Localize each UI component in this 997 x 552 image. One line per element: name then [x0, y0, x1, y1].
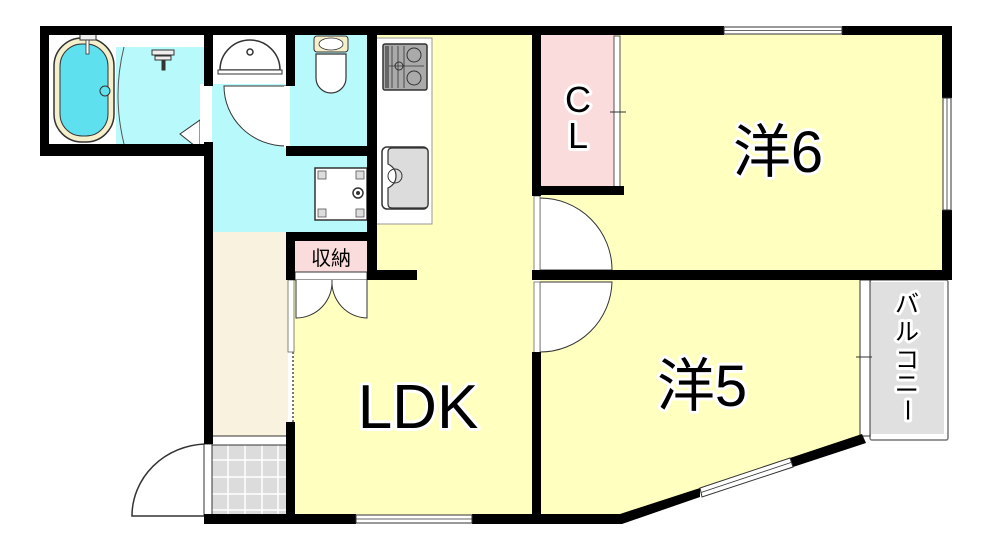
- western5-door-frame: [533, 281, 541, 355]
- entrance-door-swing: [131, 443, 206, 517]
- storage-label: 収納: [311, 246, 351, 270]
- closet-label-c: C: [565, 79, 591, 120]
- closet-fill: [540, 34, 616, 188]
- western5-fill: [540, 280, 862, 516]
- corridor-door-frame: [284, 86, 290, 148]
- slanted-wall-2: [790, 434, 866, 467]
- entrance-step: [211, 435, 289, 446]
- entrance-fill: [212, 444, 288, 516]
- western6-door-frame: [533, 195, 541, 273]
- kitchen-sink-icon: [381, 146, 429, 210]
- western5-door-swing: [539, 281, 613, 353]
- bath-door-curve: [117, 46, 125, 145]
- storage-doors: [294, 271, 368, 319]
- hallway-fill: [212, 232, 288, 438]
- bath-door-frame: [200, 84, 206, 144]
- toilet-icon: [313, 35, 349, 94]
- washing-machine-pan-icon: [314, 167, 368, 221]
- balcony-inner: [870, 282, 944, 434]
- western6-door-swing: [539, 197, 613, 271]
- balcony-char-5: ー: [893, 398, 920, 422]
- room-label-ldk: LDK: [358, 373, 479, 442]
- bathtub-icon: [53, 33, 115, 143]
- balcony-label: バ ル コ ニ ー: [890, 288, 923, 425]
- balcony-window: [859, 279, 871, 437]
- window-western5-slant-line: [700, 462, 792, 493]
- walls: [40, 26, 952, 524]
- balcony-char-1: バ: [895, 291, 919, 318]
- balcony-char-2: ル: [895, 319, 919, 346]
- western6-fill: [616, 34, 944, 274]
- storage-fill: [294, 240, 368, 272]
- room-label-western6: 洋6: [733, 120, 823, 185]
- shower-faucet-icon: [151, 49, 175, 71]
- slanted-wall: [620, 488, 700, 524]
- washroom-top: [116, 34, 204, 47]
- ldk-side-door-frame: [287, 279, 295, 353]
- balcony-char-4: ニ: [895, 371, 919, 398]
- entrance-door-frame: [203, 443, 213, 517]
- stove-icon: [382, 43, 428, 91]
- entrance-tile-grid: [212, 444, 288, 516]
- washbasin-icon: [217, 39, 283, 75]
- closet-label-l: L: [568, 115, 588, 156]
- balcony-char-3: コ: [895, 347, 919, 374]
- room-label-western5: 洋5: [657, 354, 747, 419]
